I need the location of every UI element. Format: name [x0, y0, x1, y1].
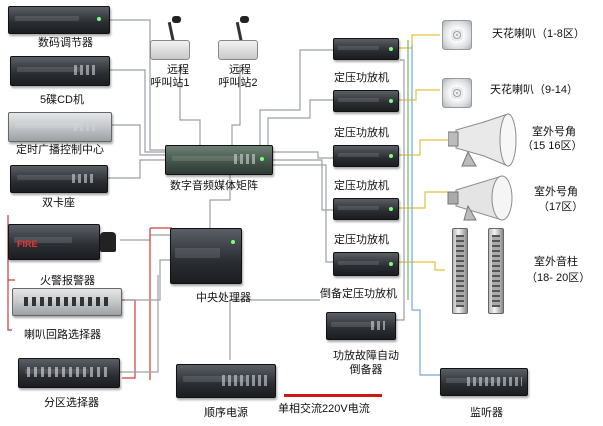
remote-station-1-label-line2: 呼叫站1: [150, 77, 190, 89]
backup-amplifier-label: 倒备定压功放机: [320, 288, 397, 300]
cd-changer-device: [10, 56, 110, 86]
wire-matrix-ampbackup: [272, 164, 333, 263]
outdoor-column-1-icon: [452, 228, 468, 314]
remote-station-1-label-line1: 远程: [167, 64, 189, 76]
central-processor-label: 中央处理器: [196, 292, 251, 304]
fire-brand-text: FIRE: [17, 239, 38, 249]
wire-matrix-amp1: [259, 49, 333, 150]
sequencer-power-device: [176, 364, 276, 398]
speaker-loop-selector-label: 喇叭回路选择器: [24, 329, 101, 341]
remote-call-station-2-device: [218, 14, 258, 60]
outdoor-horn-17-label-line2: （17区）: [538, 201, 584, 213]
wire-amps-blue: [411, 45, 440, 376]
zone-selector-device: [18, 358, 120, 388]
wire-sequencer: [229, 299, 320, 360]
backup-amplifier-device: [333, 252, 399, 276]
ceiling-speaker-9-14-icon: [442, 78, 472, 108]
dual-cassette-device: [10, 165, 108, 193]
digital-audio-matrix-device: [165, 145, 273, 175]
zone-selector-label: 分区选择器: [44, 397, 99, 409]
cd-changer-label: 5碟CD机: [40, 94, 85, 106]
wire-amps-auto: [395, 59, 405, 321]
outdoor-horn-15-16-label-line1: 室外号角: [532, 126, 576, 138]
wire-remote1-matrix: [179, 65, 201, 145]
monitor-device: [440, 368, 528, 396]
wire-timer-matrix: [112, 124, 165, 156]
remote-station-2-label-line2: 呼叫站2: [218, 77, 258, 89]
outdoor-horn-17-icon: [447, 175, 513, 221]
amplifier-2-device: [333, 90, 399, 112]
speaker-loop-selector-device: [12, 288, 122, 316]
monitor-label: 监听器: [470, 407, 503, 419]
outdoor-column-label-line1: 室外音柱: [534, 256, 578, 268]
wire-remote2-matrix: [231, 65, 241, 145]
sequencer-power-label: 顺序电源: [204, 407, 248, 419]
remote-call-station-1-device: [150, 14, 190, 60]
ac-power-line-label: 单相交流220V电流: [278, 403, 370, 415]
wire-cd-matrix: [110, 69, 165, 153]
wire-selector-cpu: [125, 259, 170, 301]
wire-matrix-cpu: [209, 175, 231, 230]
wire-amp1-ceiling: [398, 34, 440, 49]
wire-amp2-ceiling: [398, 89, 440, 101]
outdoor-column-label-line2: （18- 20区）: [526, 272, 591, 284]
wire-fire-cpu: [120, 234, 170, 241]
digital-audio-matrix-label: 数字音频媒体矩阵: [170, 180, 258, 192]
dual-cassette-label: 双卡座: [42, 197, 75, 209]
amplifier-1-device: [333, 38, 399, 60]
outdoor-horn-15-16-icon: [448, 113, 517, 167]
outdoor-horn-15-16-label-line2: （15 16区）: [522, 140, 583, 152]
wire-zone-cpu: [120, 275, 159, 373]
fire-alarm-device: FIRE: [8, 224, 100, 260]
ceiling-speaker-1-8-label: 天花喇叭（1-8区）: [492, 28, 585, 40]
amplifier-4-label: 定压功放机: [334, 234, 389, 246]
amplifier-3-label: 定压功放机: [334, 180, 389, 192]
digital-tuner-label: 数码调节器: [38, 37, 93, 49]
wire-tuner-matrix: [110, 19, 165, 151]
amplifier-3-device: [333, 145, 399, 167]
timer-control-center-label: 定时广播控制中心: [16, 144, 104, 156]
wire-cassette-matrix: [108, 159, 165, 179]
outdoor-horn-17-label-line1: 室外号角: [534, 186, 578, 198]
amplifier-1-label: 定压功放机: [334, 72, 389, 84]
remote-station-2-label-line1: 远程: [229, 64, 251, 76]
outdoor-column-2-icon: [488, 228, 504, 314]
central-processor-device: [170, 228, 242, 284]
amp-failover-label-line2: 倒备器: [349, 364, 383, 376]
amp-failover-label-line1: 功放故障自动: [333, 350, 399, 362]
digital-tuner-device: [8, 6, 110, 34]
fire-alarm-mic-icon: [100, 232, 116, 252]
wire-matrix-amp2: [267, 99, 333, 150]
amplifier-4-device: [333, 198, 399, 220]
amplifier-2-label: 定压功放机: [334, 127, 389, 139]
wire-amp3-horn: [398, 139, 450, 156]
timer-control-center-device: [8, 112, 112, 142]
ac-power-line: [284, 394, 382, 397]
wire-ampbackup-column: [398, 261, 445, 271]
ceiling-speaker-1-8-icon: [442, 20, 472, 50]
amp-failover-device: [326, 312, 396, 340]
wire-red-cpu: [149, 227, 172, 380]
wire-amp4-horn: [398, 191, 448, 209]
wire-matrix-amp4: [272, 159, 333, 211]
wire-matrix-amp3: [272, 151, 333, 159]
ceiling-speaker-9-14-label: 天花喇叭（9-14）: [490, 84, 579, 96]
fire-alarm-label: 火警报警器: [40, 275, 95, 287]
